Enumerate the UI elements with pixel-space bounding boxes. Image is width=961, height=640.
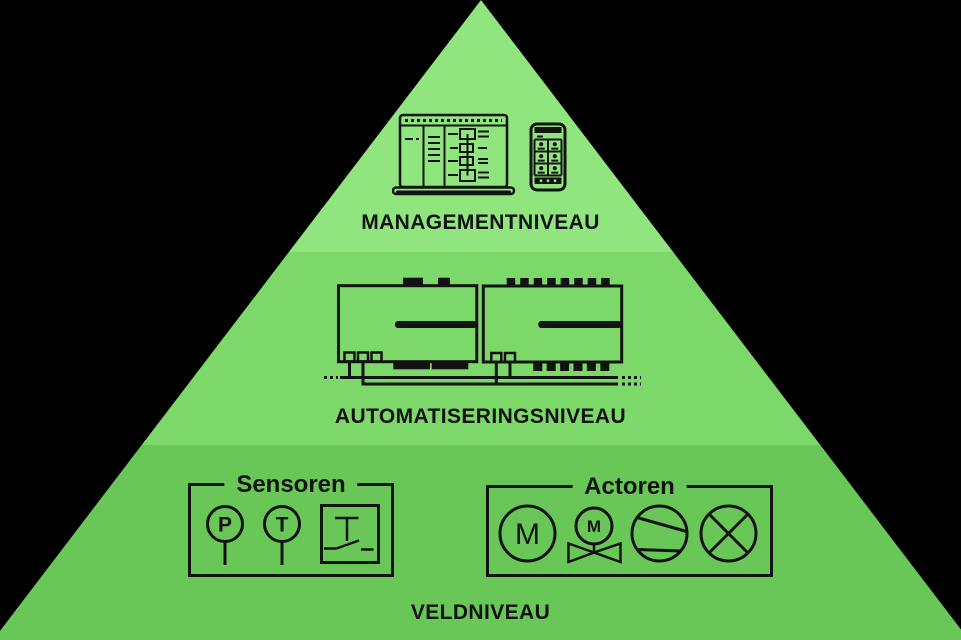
limit-switch-icon [320,504,380,564]
automation-level-label: AUTOMATISERINGSNIVEAU [334,405,627,428]
management-level-label: MANAGEMENTNIVEAU [361,211,600,234]
network-bus-icon [324,361,641,386]
pressure-sensor-icon: P [206,505,244,565]
fan-icon [630,504,689,563]
controller-right-icon [481,278,624,371]
motor-letter: M [515,518,540,551]
laptop-icon [392,113,516,196]
automation-controllers-icon [324,277,641,386]
actors-group-box: Actoren [486,472,773,577]
valve-motor-letter: M [587,517,601,536]
smartphone-icon [529,122,567,192]
management-devices-icon [392,113,567,196]
sensors-group-label: Sensoren [224,470,358,500]
temperature-sensor-letter: T [276,514,289,537]
pressure-sensor-letter: P [218,514,232,537]
motor-icon: M [498,504,557,563]
controller-left-icon [337,277,479,370]
motorized-valve-icon: M [567,506,622,564]
sensors-group-box: Sensoren [188,470,394,577]
temperature-sensor-icon: T [263,505,301,565]
actors-group-label: Actoren [572,472,687,502]
field-level-label: VELDNIVEAU [410,601,551,624]
lamp-icon [699,504,758,563]
